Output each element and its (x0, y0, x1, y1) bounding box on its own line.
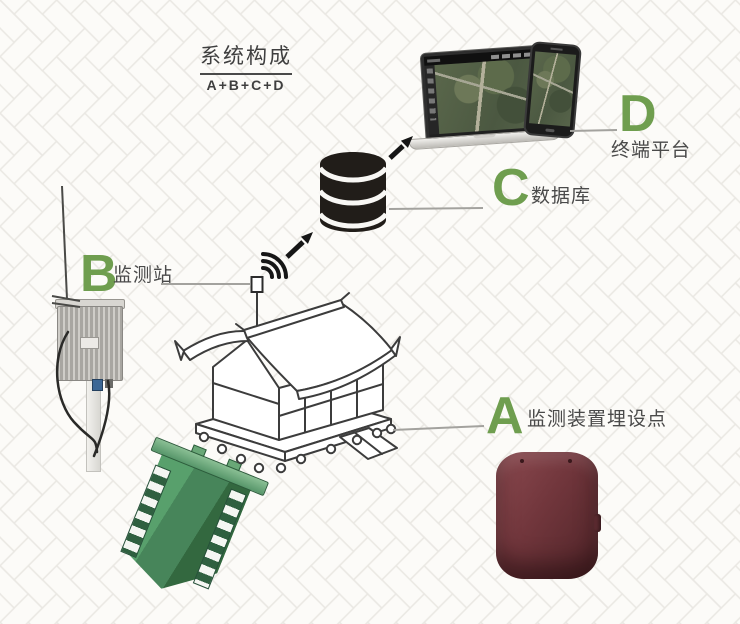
title-block: 系统构成 A+B+C+D (198, 40, 294, 93)
diagram-formula: A+B+C+D (206, 77, 286, 93)
station-mounting-pole (86, 380, 101, 472)
node-d-label: 终端平台 (611, 140, 692, 161)
buried-device-illustration (496, 452, 601, 579)
screw-dot (520, 459, 524, 463)
phone-illustration (523, 40, 582, 140)
device-side-tab (594, 514, 601, 532)
node-c-letter: C (492, 159, 530, 217)
title-underline (200, 73, 292, 75)
laptop-app-logo (427, 58, 441, 63)
screw-dot (568, 459, 572, 463)
station-connector-blue (92, 379, 103, 391)
node-a-label: 监测装置埋设点 (527, 409, 668, 430)
phone-home-button (544, 128, 555, 133)
monitoring-station-illustration (57, 306, 123, 381)
phone-speaker (550, 47, 563, 51)
node-b-letter: B (80, 245, 118, 303)
station-connector-gray (105, 379, 113, 388)
node-b-label: 监测站 (113, 265, 174, 286)
node-a-letter: A (486, 387, 524, 445)
phone-map-screen (529, 51, 577, 127)
diagram-title: 系统构成 (200, 45, 292, 68)
node-d-letter: D (619, 85, 657, 143)
node-c-label: 数据库 (531, 186, 592, 207)
